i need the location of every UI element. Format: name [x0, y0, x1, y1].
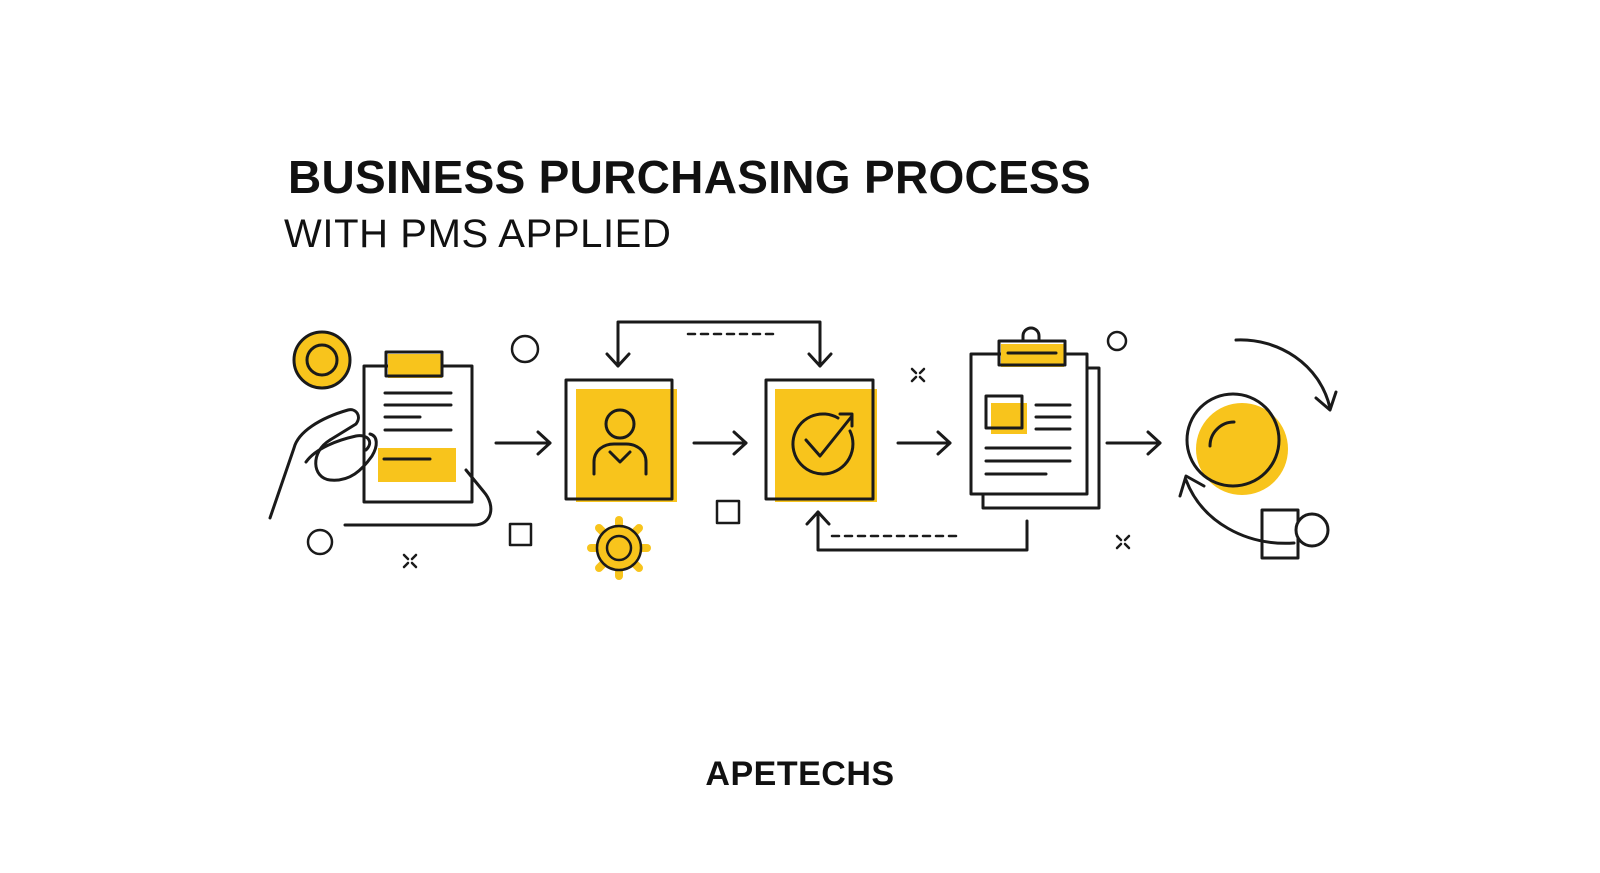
- sparkle-icon: [1115, 534, 1131, 550]
- decor-circle: [306, 528, 334, 556]
- arrow-right-icon: [1105, 430, 1162, 456]
- arrow-right-icon: [692, 430, 748, 456]
- gear-icon: [587, 516, 651, 580]
- page-subtitle: WITH PMS APPLIED: [284, 212, 672, 256]
- decorative-shapes: [306, 330, 1131, 569]
- sparkle-icon: [910, 367, 926, 383]
- approval-check-icon: [764, 378, 877, 502]
- decor-square: [715, 499, 741, 525]
- sparkle-icon: [402, 553, 418, 569]
- payment-cycle-icon: [1178, 338, 1338, 560]
- arrow-right-icon: [494, 430, 552, 456]
- user-profile-icon: [564, 378, 677, 502]
- decor-circle: [510, 334, 540, 364]
- hand-holding-document-icon: [268, 330, 493, 527]
- purchase-order-clipboard-icon: [969, 326, 1101, 510]
- feedback-loop-bottom: [805, 510, 1029, 552]
- decor-square: [508, 522, 533, 547]
- page-title: BUSINESS PURCHASING PROCESS: [288, 151, 1092, 203]
- feedback-loop-top: [605, 320, 833, 368]
- decor-circle: [1106, 330, 1128, 352]
- arrow-right-icon: [896, 430, 952, 456]
- coin-icon: [295, 333, 349, 387]
- brand-name: APETECHS: [705, 755, 895, 793]
